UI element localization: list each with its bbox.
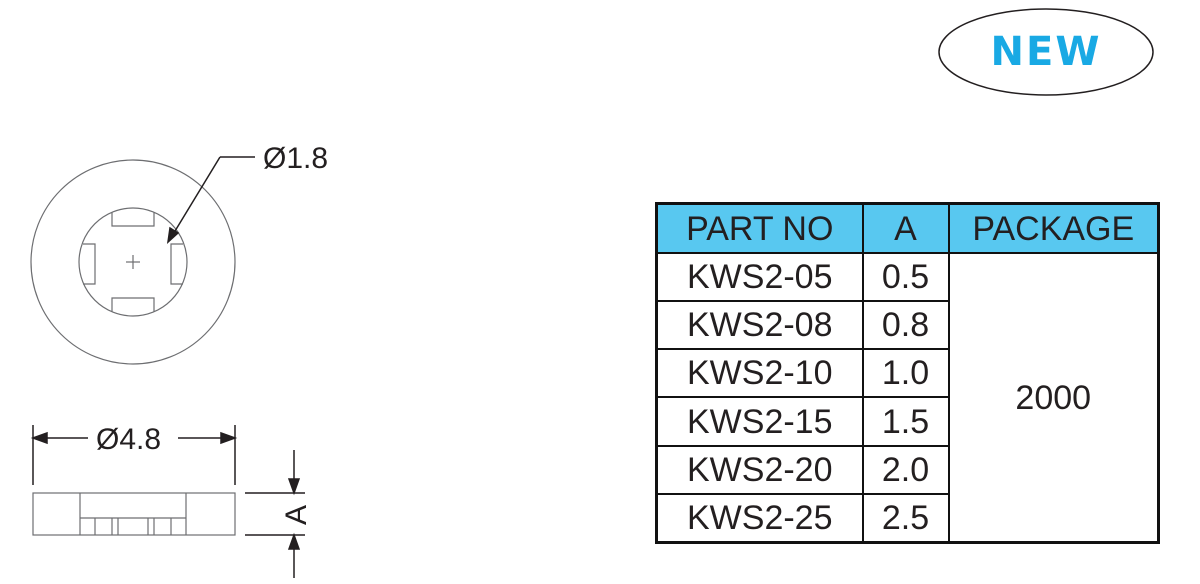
table-row: KWS2-15 1.5 <box>655 396 1159 447</box>
notch-right <box>170 243 183 285</box>
header-package: PACKAGE <box>947 202 1160 254</box>
notch-top <box>111 212 155 227</box>
table-row: KWS2-08 0.8 <box>655 300 1159 351</box>
thickness-dimension <box>245 450 305 578</box>
table-row: KWS2-20 2.0 <box>655 444 1159 495</box>
inner-diameter-label: Ø1.8 <box>263 142 328 175</box>
new-badge-label: NEW <box>990 29 1102 75</box>
header-a: A <box>861 202 950 254</box>
cell-part-no: KWS2-08 <box>655 300 864 351</box>
outer-diameter-dimension <box>30 425 238 485</box>
cell-part-no: KWS2-15 <box>655 396 864 447</box>
washer-top-view <box>30 159 236 365</box>
cell-a: 2.5 <box>861 492 950 544</box>
outer-circle <box>30 159 236 365</box>
table-row: KWS2-25 2.5 <box>655 492 1159 544</box>
cell-a: 0.8 <box>861 300 950 351</box>
cell-a: 0.5 <box>861 251 950 303</box>
cell-a: 2.0 <box>861 444 950 495</box>
header-part-no: PART NO <box>655 202 864 254</box>
cell-package: 2000 <box>947 252 1160 544</box>
table-row: KWS2-10 1.0 <box>655 348 1159 399</box>
outer-diameter-label: Ø4.8 <box>96 423 161 456</box>
cell-part-no: KWS2-10 <box>655 348 864 399</box>
inner-hole-circle <box>78 207 188 317</box>
notch-left <box>83 243 96 285</box>
part-spec-table: PART NO A PACKAGE KWS2-05 0.5 2000 KWS2-… <box>655 202 1160 544</box>
table-header-row: PART NO A PACKAGE <box>655 202 1160 254</box>
table-row: KWS2-05 0.5 2000 <box>655 251 1160 544</box>
thickness-label: A <box>280 505 313 525</box>
cell-part-no: KWS2-25 <box>655 492 864 544</box>
cell-a: 1.5 <box>861 396 950 447</box>
cell-part-no: KWS2-20 <box>655 444 864 495</box>
notch-bottom <box>111 297 155 312</box>
cell-a: 1.0 <box>861 348 950 399</box>
new-badge-ellipse <box>938 8 1154 96</box>
cell-part-no: KWS2-05 <box>655 251 864 303</box>
inner-diameter-leader <box>166 156 255 244</box>
washer-side-view <box>32 492 236 536</box>
